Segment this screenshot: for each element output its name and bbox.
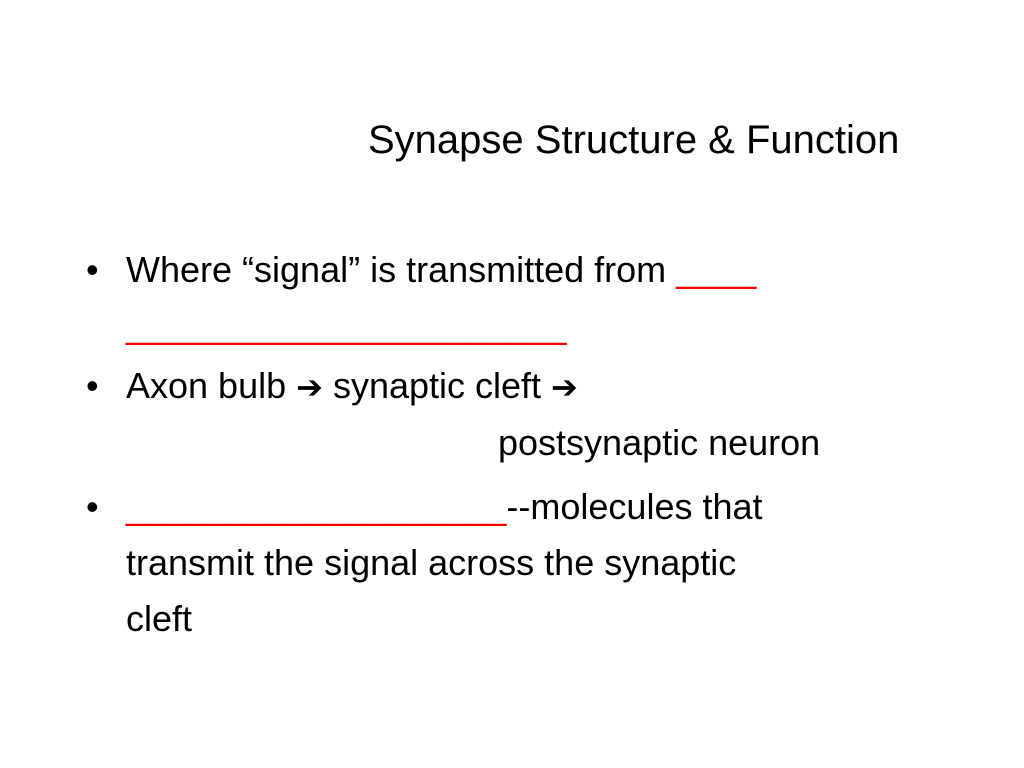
bullet-line: postsynaptic neuron xyxy=(498,422,821,463)
bullet-line: Where “signal” is transmitted from ____ xyxy=(126,242,966,298)
bullet-dot: • xyxy=(86,249,99,290)
bullet-text: Where “signal” is transmitted from ____ … xyxy=(126,242,966,354)
bullet-line: cleft xyxy=(126,598,193,639)
fill-in-blank: ______________________ xyxy=(126,305,567,346)
bullet-text-part: --molecules that xyxy=(506,486,763,527)
fill-in-blank: ____ xyxy=(676,249,757,290)
fill-in-blank: ___________________ xyxy=(126,486,507,527)
bullet-dot: • xyxy=(86,365,99,406)
bullet-line: ___________________--molecules that xyxy=(126,479,966,535)
bullet-text-part: Where “signal” is transmitted from xyxy=(126,249,677,290)
bullet-dot: • xyxy=(86,486,99,527)
slide-title: Synapse Structure & Function xyxy=(368,118,900,162)
arrow-right-icon: ➔ xyxy=(551,369,578,405)
bullet-text: ___________________--molecules that tran… xyxy=(126,479,966,647)
bullet-text: Axon bulb ➔ synaptic cleft ➔ postsynapti… xyxy=(126,358,966,471)
bullet-line: Axon bulb ➔ synaptic cleft ➔ xyxy=(126,358,966,415)
arrow-right-icon: ➔ xyxy=(296,369,323,405)
bullet-text-part: synaptic cleft xyxy=(322,365,552,406)
bullet-line: transmit the signal across the synaptic xyxy=(126,542,737,583)
bullet-text-part: Axon bulb xyxy=(126,365,297,406)
